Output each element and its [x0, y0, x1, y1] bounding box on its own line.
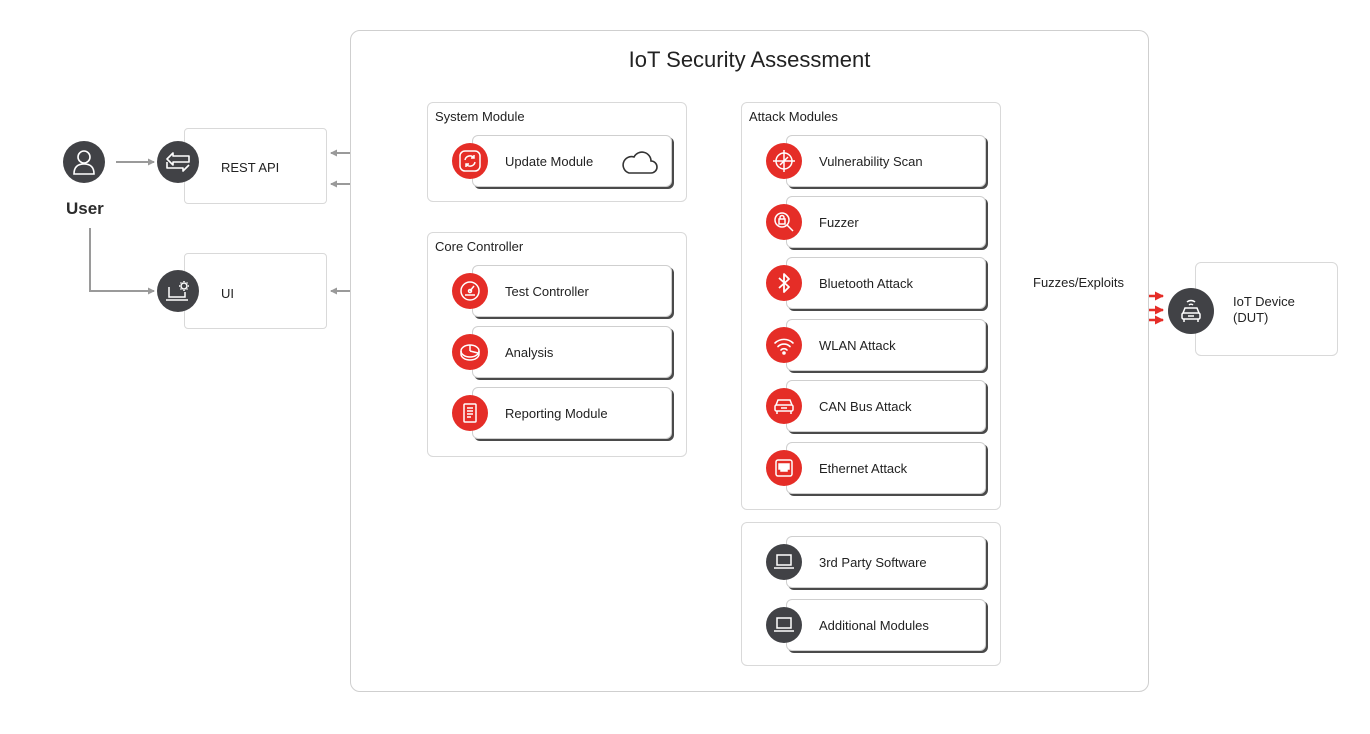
- fuzzes-exploits-label: Fuzzes/Exploits: [1033, 275, 1125, 290]
- test-controller-label: Test Controller: [505, 283, 589, 299]
- document-icon: [452, 395, 488, 431]
- attack-modules-title: Attack Modules: [749, 109, 838, 124]
- user-label: User: [66, 199, 104, 218]
- fuzzer-label: Fuzzer: [819, 214, 859, 230]
- laptop-gear-icon: [157, 270, 199, 312]
- user-to-ui-arrow: [89, 228, 155, 295]
- vulnerability-scan-card[interactable]: Vulnerability Scan: [786, 135, 986, 187]
- car-wifi-icon: [1168, 288, 1214, 334]
- magnifier-lock-icon: [766, 204, 802, 240]
- car-icon: [766, 388, 802, 424]
- wifi-icon: [766, 327, 802, 363]
- can-bus-attack-label: CAN Bus Attack: [819, 398, 912, 414]
- laptop-icon: [766, 607, 802, 643]
- ethernet-icon: [766, 450, 802, 486]
- rest-api-box[interactable]: [184, 128, 327, 204]
- core-controller-title: Core Controller: [435, 239, 524, 254]
- additional-modules-label: Additional Modules: [819, 617, 929, 633]
- rest-api-label: REST API: [221, 160, 280, 175]
- additional-modules-card[interactable]: Additional Modules: [786, 599, 986, 651]
- update-module-label: Update Module: [505, 153, 594, 169]
- reporting-module-label: Reporting Module: [505, 405, 608, 421]
- iot-device-dut-label: (DUT): [1233, 310, 1269, 325]
- reporting-module-card[interactable]: Reporting Module: [472, 387, 672, 439]
- wlan-attack-label: WLAN Attack: [819, 337, 896, 353]
- crosshair-icon: [766, 143, 802, 179]
- iot-device-label: IoT Device: [1233, 294, 1295, 309]
- pie-chart-icon: [452, 334, 488, 370]
- cloud-icon: [622, 151, 658, 174]
- third-party-software-card[interactable]: 3rd Party Software: [786, 536, 986, 588]
- analysis-label: Analysis: [505, 344, 554, 360]
- user-icon: [63, 141, 105, 183]
- system-module-title: System Module: [435, 109, 525, 124]
- analysis-card[interactable]: Analysis: [472, 326, 672, 378]
- exchange-arrows-icon: [157, 141, 199, 183]
- can-bus-attack-card[interactable]: CAN Bus Attack: [786, 380, 986, 432]
- vulnerability-scan-label: Vulnerability Scan: [819, 153, 923, 169]
- bluetooth-attack-label: Bluetooth Attack: [819, 275, 913, 291]
- test-controller-card[interactable]: Test Controller: [472, 265, 672, 317]
- fuzzer-card[interactable]: Fuzzer: [786, 196, 986, 248]
- iot-device-box[interactable]: [1195, 262, 1338, 356]
- ui-box[interactable]: [184, 253, 327, 329]
- wlan-attack-card[interactable]: WLAN Attack: [786, 319, 986, 371]
- ui-label: UI: [221, 286, 234, 301]
- bluetooth-icon: [766, 265, 802, 301]
- ethernet-attack-card[interactable]: Ethernet Attack: [786, 442, 986, 494]
- diagram-title: IoT Security Assessment: [628, 47, 871, 72]
- refresh-icon: [452, 143, 488, 179]
- bluetooth-attack-card[interactable]: Bluetooth Attack: [786, 257, 986, 309]
- ethernet-attack-label: Ethernet Attack: [819, 460, 908, 476]
- third-party-software-label: 3rd Party Software: [819, 554, 927, 570]
- speedometer-icon: [452, 273, 488, 309]
- laptop-icon: [766, 544, 802, 580]
